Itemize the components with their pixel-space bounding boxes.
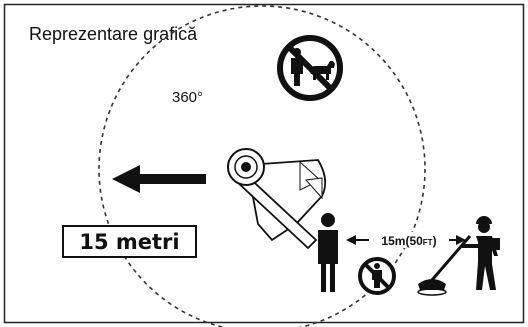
no-people-icon — [358, 257, 396, 295]
operator-with-trimmer-icon — [417, 216, 500, 296]
bystander-person-icon — [318, 213, 338, 292]
no-people-or-animals-icon — [277, 35, 343, 101]
distance-box: 15 metri — [62, 225, 197, 258]
safety-zone-circle — [98, 5, 426, 327]
angle-label: 360° — [172, 89, 203, 106]
direction-arrow-icon — [112, 165, 206, 193]
distance-box-label: 15 metri — [79, 230, 179, 254]
diagram-title: Reprezentare grafică — [29, 24, 198, 44]
distance-arrow: 15m(50FT) — [346, 232, 466, 248]
distance-arrow-label: 15m(50FT) — [381, 234, 436, 248]
trimmer-head-icon — [227, 148, 327, 250]
diagram-border — [3, 3, 525, 324]
